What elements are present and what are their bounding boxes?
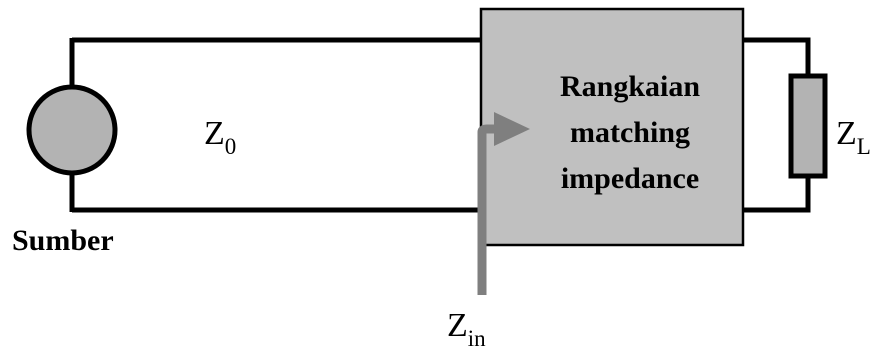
load-impedance-sub: L (857, 134, 871, 159)
load-wire (743, 37, 811, 213)
line-impedance-sub: 0 (225, 134, 237, 159)
input-impedance-label: Zin (447, 307, 486, 351)
load-resistor (788, 73, 828, 179)
line-impedance-label: Z0 (204, 115, 236, 159)
load-impedance-main: Z (836, 115, 857, 152)
matching-network-line-3: impedance (561, 162, 699, 195)
line-impedance-main: Z (204, 115, 225, 152)
matching-network-line-1: Rangkaian (560, 70, 700, 103)
input-impedance-main: Z (447, 307, 468, 344)
input-impedance-arrow-shaft (477, 124, 497, 295)
matching-network-line-2: matching (570, 116, 690, 149)
source-circle (26, 84, 118, 176)
load-impedance-label: ZL (836, 115, 871, 159)
input-impedance-sub: in (468, 326, 486, 351)
input-impedance-arrowhead (494, 112, 530, 146)
source-label: Sumber (12, 224, 114, 257)
